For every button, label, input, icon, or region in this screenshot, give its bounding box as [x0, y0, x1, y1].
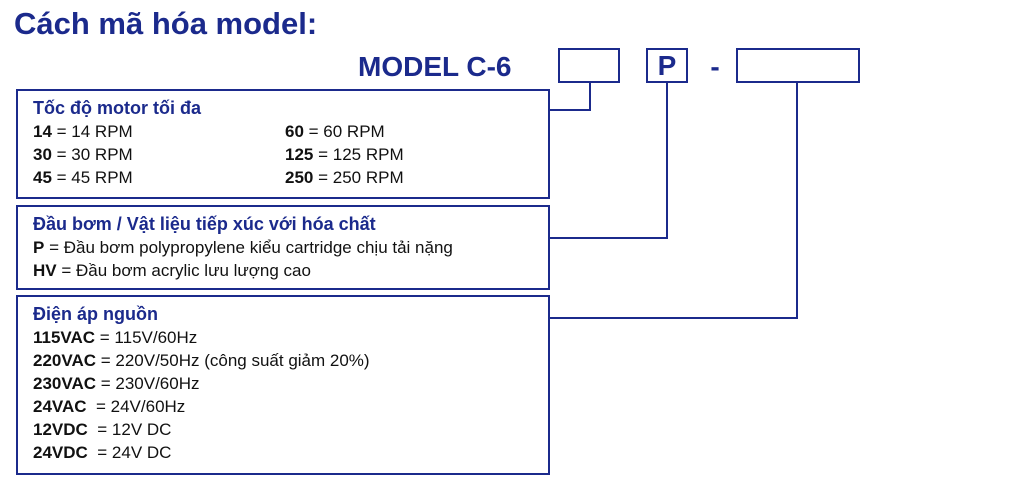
voltage-option: 12VDC = 12V DC [33, 418, 548, 441]
option-code: 250 [285, 168, 314, 187]
connector-pump-head [550, 83, 668, 239]
option-code: 24VDC [33, 443, 88, 462]
voltage-title: Điện áp nguồn [33, 304, 158, 324]
option-code: 14 [33, 122, 52, 141]
option-code: 30 [33, 145, 52, 164]
voltage-option: 115VAC = 115V/60Hz [33, 326, 548, 349]
speed-option: 14 = 14 RPM [33, 120, 285, 143]
model-slot-pump-head: P [646, 48, 688, 83]
speed-box: Tốc độ motor tối đa 14 = 14 RPM 60 = 60 … [16, 89, 550, 199]
option-desc: = 24V/60Hz [86, 397, 186, 416]
speed-option: 45 = 45 RPM [33, 166, 285, 189]
pump-head-title: Đầu bơm / Vật liệu tiếp xúc với hóa chất [33, 214, 376, 234]
option-desc: = 12V DC [87, 420, 172, 439]
option-desc: = 30 RPM [51, 145, 133, 164]
option-desc: = 60 RPM [303, 122, 385, 141]
option-code: HV [33, 261, 57, 280]
voltage-option: 220VAC = 220V/50Hz (công suất giảm 20%) [33, 349, 548, 372]
option-desc: = 14 RPM [51, 122, 133, 141]
speed-option: 250 = 250 RPM [285, 166, 515, 189]
connector-voltage [550, 83, 798, 319]
pump-head-option: P = Đầu bơm polypropylene kiểu cartridge… [33, 236, 548, 259]
voltage-option: 24VAC = 24V/60Hz [33, 395, 548, 418]
option-desc: = 125 RPM [313, 145, 404, 164]
speed-option: 30 = 30 RPM [33, 143, 285, 166]
voltage-box: Điện áp nguồn 115VAC = 115V/60Hz 220VAC … [16, 295, 550, 475]
option-desc: = Đầu bơm acrylic lưu lượng cao [56, 261, 311, 280]
option-code: 60 [285, 122, 304, 141]
option-desc: = 250 RPM [313, 168, 404, 187]
option-desc: = 220V/50Hz (công suất giảm 20%) [96, 351, 370, 370]
option-code: 230VAC [33, 374, 96, 393]
model-separator: - [710, 51, 720, 82]
option-code: 115VAC [33, 328, 96, 347]
option-desc: = Đầu bơm polypropylene kiểu cartridge c… [44, 238, 453, 257]
option-code: P [33, 238, 45, 257]
option-code: 220VAC [33, 351, 96, 370]
model-label: MODEL C-6 [358, 51, 512, 82]
option-desc: = 230V/60Hz [96, 374, 200, 393]
model-slot-voltage [736, 48, 860, 83]
option-code: 45 [33, 168, 52, 187]
speed-option: 60 = 60 RPM [285, 120, 515, 143]
voltage-option: 24VDC = 24V DC [33, 441, 548, 464]
speed-option: 125 = 125 RPM [285, 143, 515, 166]
option-desc: = 115V/60Hz [95, 328, 198, 347]
speed-options: 14 = 14 RPM 60 = 60 RPM 30 = 30 RPM 125 … [33, 120, 548, 189]
option-code: 24VAC [33, 397, 87, 416]
option-code: 125 [285, 145, 314, 164]
model-slot-speed [558, 48, 620, 83]
page-title: Cách mã hóa model: [14, 6, 318, 41]
option-code: 12VDC [33, 420, 88, 439]
voltage-option: 230VAC = 230V/60Hz [33, 372, 548, 395]
speed-title: Tốc độ motor tối đa [33, 98, 201, 118]
option-desc: = 45 RPM [51, 168, 133, 187]
pump-head-option: HV = Đầu bơm acrylic lưu lượng cao [33, 259, 548, 282]
option-desc: = 24V DC [87, 443, 172, 462]
pump-head-box: Đầu bơm / Vật liệu tiếp xúc với hóa chất… [16, 205, 550, 290]
connector-speed [550, 83, 591, 111]
